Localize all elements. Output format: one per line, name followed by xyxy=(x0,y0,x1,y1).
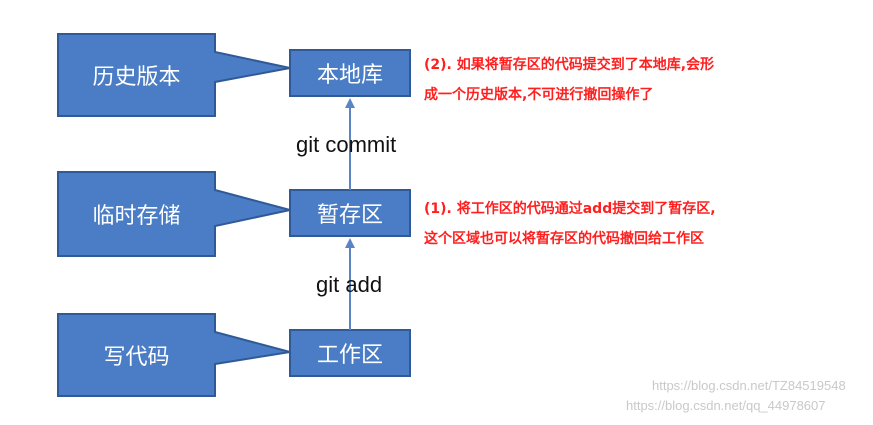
callout-temp-label: 临时存储 xyxy=(92,204,181,229)
callout-temp-shape xyxy=(57,171,291,257)
arrow-add xyxy=(345,238,355,330)
watermark-line1: https://blog.csdn.net/TZ84519548 xyxy=(652,378,846,393)
add-note: (1). 将工作区的代码通过add提交到了暂存区, 这个区域也可以将暂存区的代码… xyxy=(424,194,716,254)
add-note-line1: (1). 将工作区的代码通过add提交到了暂存区, xyxy=(424,201,716,217)
box-workspace-label: 工作区 xyxy=(316,343,383,368)
add-note-line2: 这个区域也可以将暂存区的代码撤回给工作区 xyxy=(424,231,704,247)
commit-note-line2: 成一个历史版本,不可进行撤回操作了 xyxy=(424,87,654,103)
arrow-commit xyxy=(345,98,355,190)
box-local-repo-shape xyxy=(289,49,411,97)
commit-note-line1: (2). 如果将暂存区的代码提交到了本地库,会形 xyxy=(424,57,715,73)
callout-history-shape xyxy=(57,33,291,117)
callout-write-shape xyxy=(57,313,291,397)
box-staging-label: 暂存区 xyxy=(316,203,383,228)
box-local-repo-label: 本地库 xyxy=(316,63,383,88)
git-add-label: git add xyxy=(316,272,383,297)
callout-write-label: 写代码 xyxy=(103,345,170,370)
box-staging-shape xyxy=(289,189,411,237)
git-commit-label: git commit xyxy=(296,132,397,157)
callout-history-label: 历史版本 xyxy=(92,65,181,90)
box-workspace-shape xyxy=(289,329,411,377)
watermark-line2: https://blog.csdn.net/qq_44978607 xyxy=(626,398,826,413)
commit-note: (2). 如果将暂存区的代码提交到了本地库,会形 成一个历史版本,不可进行撤回操… xyxy=(424,50,714,110)
